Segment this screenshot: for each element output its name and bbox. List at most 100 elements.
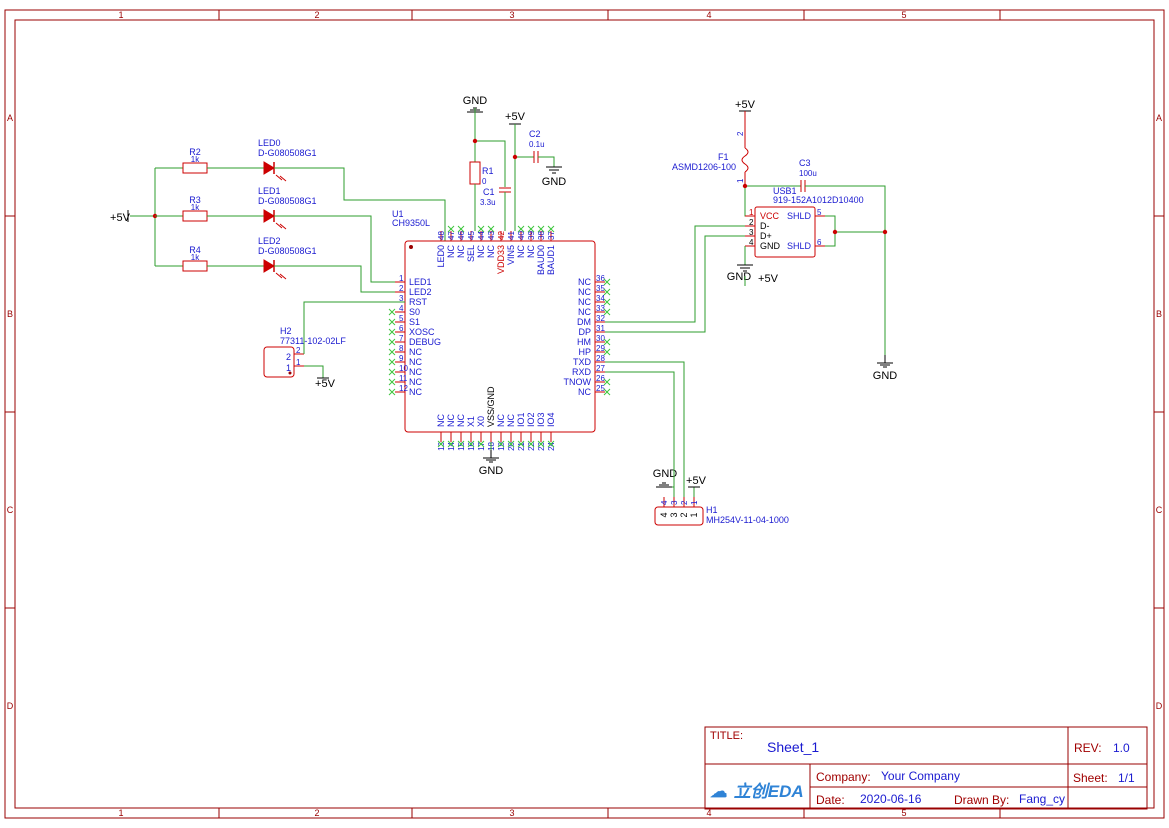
- nc-mark: [537, 225, 545, 233]
- junction-dot: [512, 154, 518, 160]
- sheet-title: Sheet_1: [767, 739, 820, 755]
- pin-name: TNOW: [564, 377, 592, 387]
- wire: [805, 185, 886, 355]
- pin-name: IO1: [516, 412, 526, 427]
- nc-mark: [457, 225, 465, 233]
- vcc-label: +5V: [686, 475, 707, 487]
- wire: [605, 235, 745, 333]
- company-value: Your Company: [881, 769, 960, 783]
- pin-name: VSS/GND: [486, 386, 496, 427]
- pin-number: 36: [596, 274, 605, 283]
- fuse-body: [741, 147, 749, 173]
- nc-mark: [457, 440, 465, 448]
- resistor-value: 0: [482, 177, 487, 186]
- title-label: TITLE:: [710, 730, 744, 742]
- pin-number: 29: [596, 344, 605, 353]
- usb-ref: USB1: [773, 186, 797, 196]
- usb-part: 919-152A1012D10400: [773, 195, 864, 205]
- nc-mark: [388, 308, 396, 316]
- connector-part: 77311-102-02LF: [280, 336, 346, 346]
- wire: [664, 486, 675, 497]
- pin-name: D-: [760, 221, 770, 231]
- pin-number: 24: [547, 441, 556, 450]
- fuse-pin: 1: [736, 178, 745, 183]
- pin-number: 48: [437, 231, 446, 240]
- pin-number: 6: [817, 238, 822, 247]
- resistor-body: [182, 162, 208, 174]
- pin-number: 2: [296, 346, 301, 355]
- pin-number: 5: [817, 208, 822, 217]
- title-block: TITLE: Sheet_1 REV: 1.0 Company: Your Co…: [705, 727, 1147, 809]
- connector-pin: 2: [286, 352, 291, 362]
- resistor-ref: R4: [189, 245, 201, 255]
- wire: [538, 156, 555, 167]
- pin-name: IO3: [536, 412, 546, 427]
- pin-number: 1: [749, 208, 754, 217]
- resistor-ref: R2: [189, 147, 201, 157]
- pin-number: 25: [596, 384, 605, 393]
- pin-number: 9: [399, 354, 404, 363]
- pin-number: 4: [399, 304, 404, 313]
- pin-number: 30: [596, 334, 605, 343]
- nc-mark: [487, 225, 495, 233]
- pin-number: 1: [690, 500, 699, 505]
- pin-number: 14: [447, 441, 456, 450]
- pin-number: 2: [680, 500, 689, 505]
- pin-number: 41: [507, 231, 516, 240]
- pin-name: NC: [409, 367, 422, 377]
- pin-number: 23: [537, 441, 546, 450]
- pin-number: 1: [399, 274, 404, 283]
- vcc-label: +5V: [758, 273, 779, 285]
- nc-mark: [388, 328, 396, 336]
- nc-mark: [497, 440, 505, 448]
- gnd-label: GND: [463, 95, 488, 107]
- cap-ref: C2: [529, 129, 541, 139]
- led-triangle: [263, 161, 275, 175]
- column-marker: 4: [706, 10, 711, 20]
- outer-frame: [4, 9, 1165, 819]
- pin-number: 39: [527, 231, 536, 240]
- pin-number: 47: [447, 231, 456, 240]
- pin-number: 13: [437, 441, 446, 450]
- nc-mark: [388, 318, 396, 326]
- nc-mark: [603, 278, 611, 286]
- pin-name: NC: [578, 277, 591, 287]
- junction-dot: [472, 138, 478, 144]
- nc-mark: [547, 440, 555, 448]
- row-marker: B: [1156, 309, 1162, 319]
- resistor-body: [469, 161, 481, 185]
- pin-number: 33: [596, 304, 605, 313]
- pin-number: 8: [399, 344, 404, 353]
- gnd-label: GND: [479, 465, 504, 477]
- pin-number: 4: [660, 500, 669, 505]
- pin-name: BAUD0: [536, 245, 546, 275]
- pin-name: NC: [506, 414, 516, 427]
- pin-name: S1: [409, 317, 420, 327]
- vcc-label: +5V: [110, 212, 131, 224]
- nc-mark: [527, 440, 535, 448]
- date-value: 2020-06-16: [860, 792, 922, 806]
- resistor-value: 1k: [191, 155, 200, 164]
- pin-number: 27: [596, 364, 605, 373]
- nc-mark: [447, 225, 455, 233]
- pin-name: NC: [409, 347, 422, 357]
- junction-dot: [882, 229, 888, 235]
- column-marker: 5: [901, 808, 906, 818]
- row-marker: C: [1156, 505, 1163, 515]
- pin1-dot: [288, 371, 292, 375]
- column-marker: 4: [706, 808, 711, 818]
- pin-name: NC: [578, 297, 591, 307]
- pin-name: VIN5: [506, 245, 516, 265]
- pin-number: 7: [399, 334, 404, 343]
- pin-number: 17: [477, 441, 486, 450]
- fuse-pin: 2: [736, 131, 745, 136]
- led-triangle: [263, 209, 275, 223]
- wire: [274, 265, 405, 293]
- vcc-label: +5V: [315, 378, 336, 390]
- pin-number: 46: [457, 231, 466, 240]
- wire: [304, 365, 324, 378]
- pin-name: S0: [409, 307, 420, 317]
- column-marker: 3: [509, 10, 514, 20]
- nc-mark: [603, 298, 611, 306]
